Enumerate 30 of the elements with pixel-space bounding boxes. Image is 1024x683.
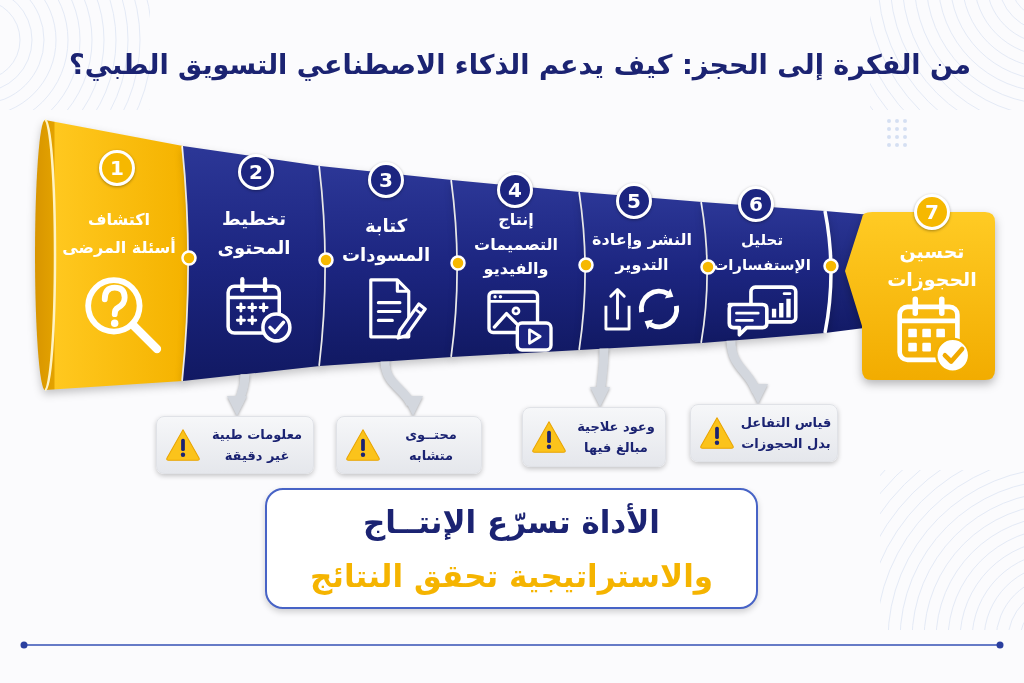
warning-card [156, 416, 314, 474]
summary-box [265, 488, 758, 609]
summary-subline: والاستراتيجية تحقق النتائج [309, 557, 714, 596]
step-number: 7 [914, 194, 950, 230]
step-number: 6 [738, 186, 774, 222]
warning-text: معلومات طبية غير دقيقة [211, 426, 303, 465]
step-title: تحسين الحجوزات [887, 239, 977, 293]
diagram-title: من الفكرة إلى الحجز: كيف يدعم الذكاء الاصطناعي التسويق الطبي؟ [69, 48, 971, 83]
warning-text: وعود علاجية مبالغ فيها [577, 418, 655, 457]
warning-text: محتــوى متشابه [405, 426, 457, 465]
step-number: 4 [497, 172, 533, 208]
summary-headline: الأداة تسرّع الإنتــاج [363, 502, 660, 542]
warning-card [690, 404, 838, 462]
step-title: النشر وإعادة التدوير [592, 229, 692, 276]
step-title: إنتاج التصميمات والفيديو [474, 209, 558, 280]
step-title: تخطيط المحتوى [217, 207, 291, 261]
warning-text: قياس التفاعل بدل الحجوزات [740, 414, 832, 453]
step-number: 3 [368, 162, 404, 198]
funnel-segment [183, 146, 328, 381]
arrow [726, 340, 767, 405]
arrow [380, 361, 422, 417]
warning-card [522, 407, 666, 467]
step-number: 5 [616, 183, 652, 219]
arrow [227, 374, 250, 417]
step-title: تحليل الإستفسارات [713, 230, 811, 276]
step-title: كتابة المسودات [341, 214, 431, 268]
funnel-segment [34, 120, 191, 390]
warning-card [336, 416, 482, 474]
step-title: اكتشاف أسئلة المرضى [62, 209, 176, 259]
arrow [590, 348, 611, 408]
